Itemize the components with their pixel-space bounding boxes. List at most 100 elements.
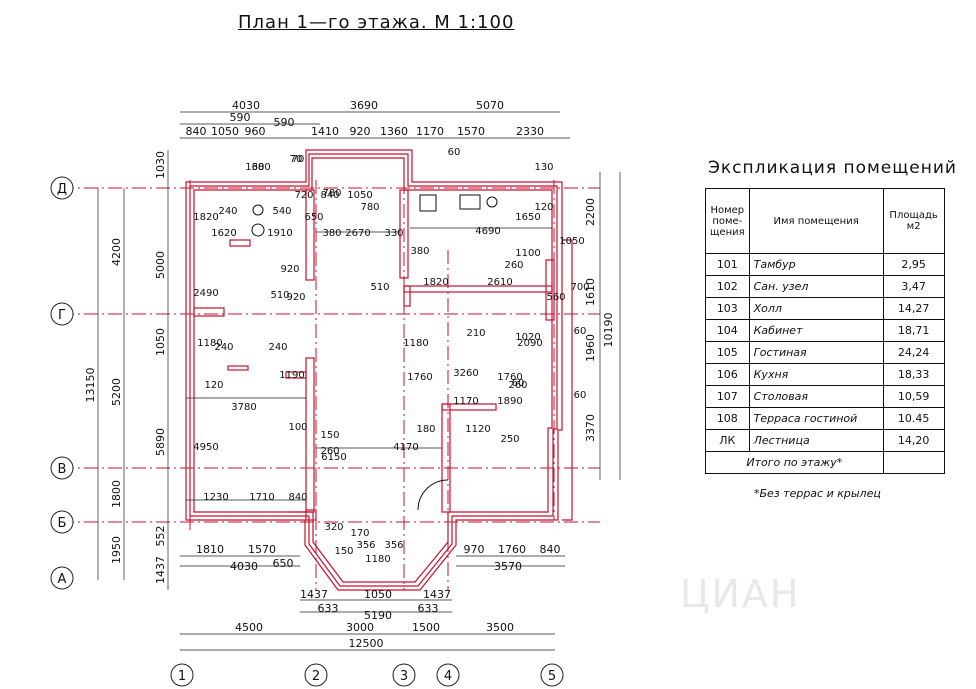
dim-right-1: 10190 — [602, 313, 615, 348]
interior-dim-label: 1020 — [515, 332, 540, 343]
axis-marker-b — [50, 510, 74, 534]
interior-dim-label: 170 — [350, 528, 369, 539]
interior-dim-label: 4950 — [193, 442, 218, 453]
interior-dim-label: 780 — [322, 188, 341, 199]
interior-dim-label: 150 — [334, 546, 353, 557]
interior-dim-label: 1910 — [267, 228, 292, 239]
dim-bottom-row4-2: 633 — [418, 602, 439, 615]
dim-bottom-row1-2: 970 — [464, 543, 485, 556]
dim-bottom-row3-0: 1437 — [300, 588, 328, 601]
header-number: Номер поме- щения — [705, 188, 750, 254]
fixtures — [251, 194, 498, 511]
axis-label-2: 2 — [312, 669, 320, 684]
cell-name: Гостиная — [748, 341, 884, 364]
interior-dim-label: 240 — [218, 206, 237, 217]
cell-name: Терраса гостиной — [748, 407, 884, 430]
dim-top3-1: 1050 — [211, 125, 239, 138]
dim-left-inner-1: 5000 — [154, 251, 167, 279]
axis-marker-5 — [540, 663, 564, 687]
axis-label-d: Д — [57, 182, 67, 197]
interior-dim-label: 60 — [448, 147, 461, 158]
cell-area: 2,95 — [882, 253, 945, 276]
dim-top3-6: 1170 — [416, 125, 444, 138]
interior-dim-label: 240 — [214, 342, 233, 353]
cell-num: 106 — [705, 363, 750, 386]
dim-right-2: 1610 — [584, 278, 597, 306]
wall-4 — [441, 403, 451, 513]
interior-dim-label: 2490 — [193, 288, 218, 299]
dim-top2-1: 590 — [274, 116, 295, 129]
cell-num: ЛК — [705, 429, 750, 452]
cell-area: 10.45 — [882, 407, 945, 430]
dim-left-inner-5: 1437 — [154, 556, 167, 584]
interior-dim-label: 1170 — [453, 396, 478, 407]
cooktop-icon — [486, 196, 498, 208]
cell-name: Тамбур — [748, 253, 884, 276]
interior-dim-label: 840 — [320, 190, 339, 201]
explication-note: *Без террас и крылец — [754, 487, 881, 500]
dim-top3-8: 2330 — [516, 125, 544, 138]
explication-table: Номер поме- щения Имя помещения Площадь … — [705, 188, 945, 474]
axis-marker-d — [50, 176, 74, 200]
interior-dim-label: 1820 — [423, 277, 448, 288]
interior-dim-label: 260 — [320, 446, 339, 457]
interior-dim-label: 70 — [292, 154, 305, 165]
dim-left-outer-3: 1950 — [110, 536, 123, 564]
interior-dim-label: 720 — [294, 190, 313, 201]
interior-dim-label: 1120 — [465, 424, 490, 435]
dim-bottom-row2-1: 650 — [273, 557, 294, 570]
cell-num: 105 — [705, 341, 750, 364]
cell-num: 108 — [705, 407, 750, 430]
wall-7 — [193, 307, 225, 317]
dim-left-inner-3: 5890 — [154, 428, 167, 456]
interior-dim-label: 240 — [268, 342, 287, 353]
interior-dim-label: 210 — [466, 328, 485, 339]
sink-icon — [251, 223, 265, 237]
terrace-outline — [562, 239, 573, 521]
interior-dim-label: 1100 — [515, 248, 540, 259]
cell-area: 10,59 — [882, 385, 945, 408]
explication-total-row: Итого по этажу* — [705, 451, 945, 474]
axis-markers — [50, 176, 564, 687]
interior-dim-label: 330 — [384, 228, 403, 239]
kitchen-sink-icon — [459, 194, 481, 210]
cell-area: 14,20 — [882, 429, 945, 452]
cell-num: 103 — [705, 297, 750, 320]
dim-bottom-total: 12500 — [349, 637, 384, 650]
dim-right-0: 2200 — [584, 198, 597, 226]
dim-left-inner-0: 1030 — [154, 151, 167, 179]
dim-bottom-row2-0: 4030 — [230, 560, 258, 573]
axis-marker-a — [50, 566, 74, 590]
interior-dim-label: 1710 — [249, 492, 274, 503]
interior-dim-label: 260 — [508, 380, 527, 391]
interior-dim-label: 60 — [512, 378, 525, 389]
total-label: Итого по этажу* — [705, 451, 884, 474]
axis-label-v: В — [58, 462, 67, 477]
interior-dim-label: 2610 — [487, 277, 512, 288]
cell-num: 107 — [705, 385, 750, 408]
interior-dim-label: 1760 — [407, 372, 432, 383]
dim-top1-2: 5070 — [476, 99, 504, 112]
interior-dim-label: 250 — [500, 434, 519, 445]
dim-bottom-axes-0: 4500 — [235, 621, 263, 634]
dimension-texts: 4030 3690 5070 590 590 840 1050 960 1410… — [84, 99, 615, 650]
interior-dim-label: 1050 — [559, 236, 584, 247]
explication-title: Экспликация помещений — [708, 158, 957, 178]
dim-bottom-axes-1: 3000 — [346, 621, 374, 634]
plan-walls — [185, 149, 573, 591]
interior-dim-label: 6150 — [321, 452, 346, 463]
dim-bottom-row1-3: 1760 — [498, 543, 526, 556]
interior-dim-label: 840 — [288, 492, 307, 503]
interior-dim-label: 180 — [416, 424, 435, 435]
cell-area: 3,47 — [882, 275, 945, 298]
dim-top3-2: 960 — [245, 125, 266, 138]
cell-area: 18,33 — [882, 363, 945, 386]
wall-13 — [305, 509, 317, 521]
